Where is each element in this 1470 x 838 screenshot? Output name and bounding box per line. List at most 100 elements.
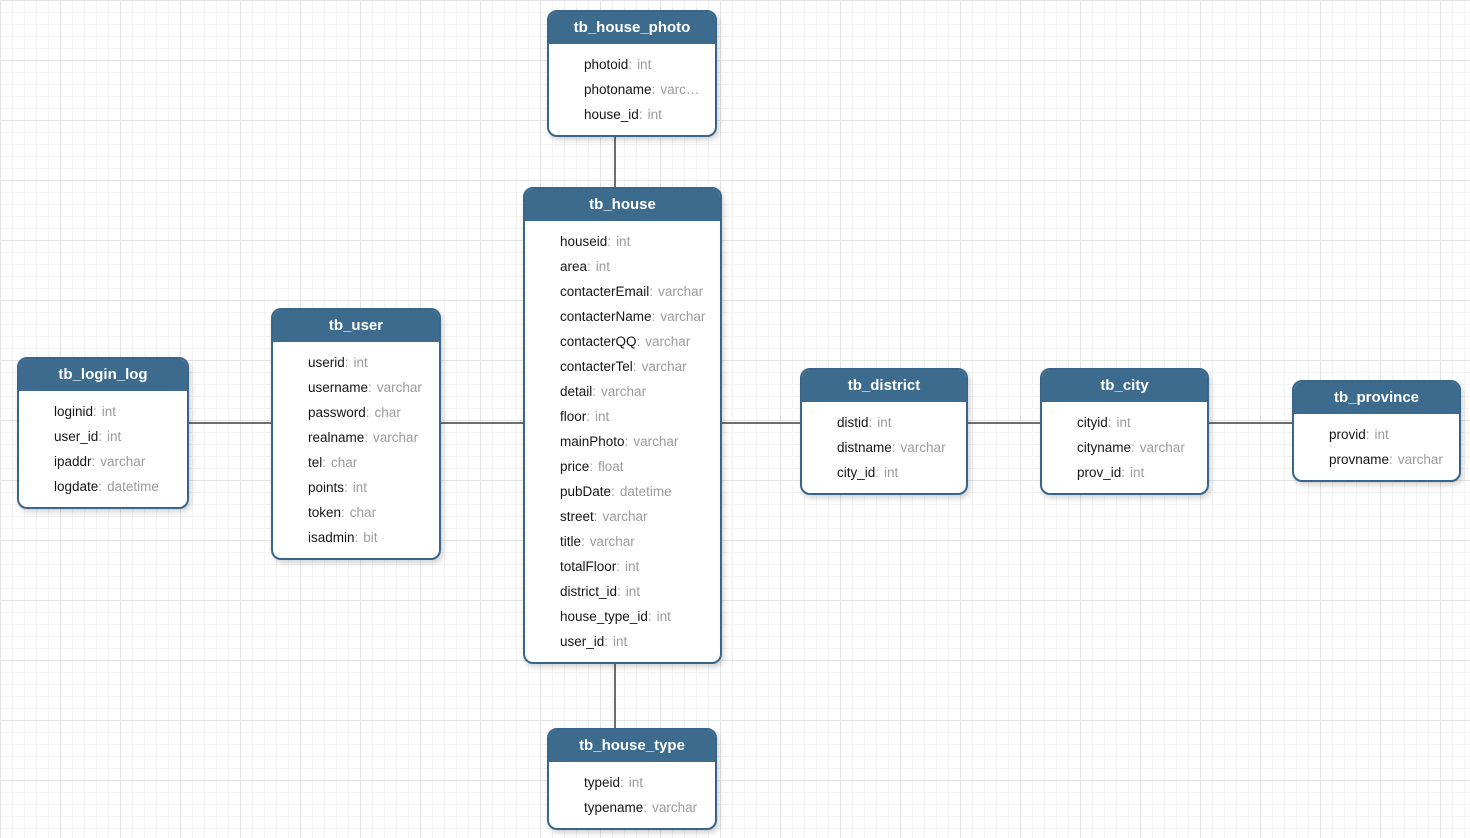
table-body: houseidintareaintcontacterEmailvarcharco… xyxy=(525,223,720,662)
rel-city-to-province[interactable] xyxy=(1203,422,1300,424)
table-field-row[interactable]: totalFloorint xyxy=(560,554,712,579)
field-name: contacterQQ xyxy=(560,334,640,349)
table-field-row[interactable]: cityidint xyxy=(1077,410,1199,435)
field-name: mainPhoto xyxy=(560,434,628,449)
field-type: char xyxy=(374,405,401,420)
table-field-row[interactable]: citynamevarchar xyxy=(1077,435,1199,460)
table-field-row[interactable]: detailvarchar xyxy=(560,379,712,404)
table-field-row[interactable]: user_idint xyxy=(54,424,179,449)
field-name: typeid xyxy=(584,775,624,790)
table-header[interactable]: tb_user xyxy=(273,310,439,344)
table-header[interactable]: tb_house xyxy=(525,189,720,223)
field-type: varchar xyxy=(373,430,419,445)
table-field-row[interactable]: token char xyxy=(308,500,431,525)
table-header[interactable]: tb_district xyxy=(802,370,966,404)
table-tb_house[interactable]: tb_house houseidintareaint contacterEmail v… xyxy=(523,187,722,664)
table-field-row[interactable]: provnamevarchar xyxy=(1329,447,1451,472)
field-name: ipaddr xyxy=(54,454,95,469)
field-name: title xyxy=(560,534,585,549)
field-type: int xyxy=(353,355,368,370)
table-field-row[interactable]: contacterEmail varchar xyxy=(560,279,712,304)
field-name: distname xyxy=(837,440,896,455)
table-tb_login_log[interactable]: tb_login_log loginidintuser_idintipaddr va… xyxy=(17,357,189,509)
field-name: photoname xyxy=(584,82,655,97)
rel-house-photo-to-house[interactable] xyxy=(614,126,616,196)
table-field-row[interactable]: district_idint xyxy=(560,579,712,604)
rel-house-to-district[interactable] xyxy=(716,422,808,424)
table-field-row[interactable]: isadminbit xyxy=(308,525,431,550)
table-field-row[interactable]: city_idint xyxy=(837,460,958,485)
rel-district-to-city[interactable] xyxy=(962,422,1048,424)
rel-house-to-house-type[interactable] xyxy=(614,658,616,736)
table-header[interactable]: tb_house_photo xyxy=(549,12,715,46)
field-type: varc… xyxy=(660,82,700,97)
field-name: contacterName xyxy=(560,309,655,324)
table-field-row[interactable]: pointsint xyxy=(308,475,431,500)
table-field-row[interactable]: photoidint xyxy=(584,52,707,77)
table-field-row[interactable]: ipaddr varchar xyxy=(54,449,179,474)
field-type: char xyxy=(349,505,377,520)
table-field-row[interactable]: realnamevarchar xyxy=(308,425,431,450)
table-tb_district[interactable]: tb_districtdistidintdistnamevarcharcity_… xyxy=(800,368,968,495)
table-field-row[interactable]: typenamevarchar xyxy=(584,795,707,820)
table-header[interactable]: tb_city xyxy=(1042,370,1207,404)
table-field-row[interactable]: areaint xyxy=(560,254,712,279)
table-tb_house_photo[interactable]: tb_house_photo photoidint photoname varc… ho… xyxy=(547,10,717,137)
field-type: int xyxy=(637,57,652,72)
table-field-row[interactable]: pubDatedatetime xyxy=(560,479,712,504)
table-field-row[interactable]: usernamevarchar xyxy=(308,375,431,400)
table-field-row[interactable]: loginidint xyxy=(54,399,179,424)
field-type: varchar xyxy=(601,384,647,399)
table-field-row[interactable]: distnamevarchar xyxy=(837,435,958,460)
table-field-row[interactable]: house_type_idint xyxy=(560,604,712,629)
rel-login-log-to-user[interactable] xyxy=(183,422,279,424)
field-type: varchar xyxy=(1139,440,1185,455)
table-field-row[interactable]: useridint xyxy=(308,350,431,375)
table-field-row[interactable]: floorint xyxy=(560,404,712,429)
table-field-row[interactable]: pricefloat xyxy=(560,454,712,479)
table-header[interactable]: tb_login_log xyxy=(19,359,187,393)
table-field-row[interactable]: contacterQQ varchar xyxy=(560,329,712,354)
field-type: int xyxy=(1130,465,1145,480)
rel-user-to-house[interactable] xyxy=(435,422,531,424)
table-field-row[interactable]: mainPhoto varchar xyxy=(560,429,712,454)
field-name: loginid xyxy=(54,404,97,419)
table-tb_province[interactable]: tb_province providintprovnamevarchar xyxy=(1292,380,1461,482)
table-field-row[interactable]: photoname varc… xyxy=(584,77,707,102)
table-field-row[interactable]: distidint xyxy=(837,410,958,435)
table-header[interactable]: tb_province xyxy=(1294,382,1459,416)
table-body: typeidinttypenamevarchar xyxy=(549,764,715,828)
field-name: pubDate xyxy=(560,484,615,499)
table-field-row[interactable]: providint xyxy=(1329,422,1451,447)
table-body: photoidint photoname varc… house_idint xyxy=(549,46,715,135)
field-name: prov_id xyxy=(1077,465,1125,480)
field-name: contacterEmail xyxy=(560,284,653,299)
table-field-row[interactable]: prov_id int xyxy=(1077,460,1199,485)
field-name: typename xyxy=(584,800,647,815)
table-field-row[interactable]: streetvarchar xyxy=(560,504,712,529)
table-field-row[interactable]: telchar xyxy=(308,450,431,475)
table-field-row[interactable]: passwordchar xyxy=(308,400,431,425)
table-field-row[interactable]: logdatedatetime xyxy=(54,474,179,499)
table-body: useridintusernamevarcharpasswordcharreal… xyxy=(273,344,439,558)
table-header[interactable]: tb_house_type xyxy=(549,730,715,764)
field-type: varchar xyxy=(645,334,691,349)
table-tb_house_type[interactable]: tb_house_typetypeidinttypenamevarchar xyxy=(547,728,717,830)
table-field-row[interactable]: titlevarchar xyxy=(560,529,712,554)
table-field-row[interactable]: user_idint xyxy=(560,629,712,654)
field-type: varchar xyxy=(633,434,679,449)
table-tb_city[interactable]: tb_city cityidintcitynamevarchar prov_id in… xyxy=(1040,368,1209,495)
field-name: token xyxy=(308,505,345,520)
table-field-row[interactable]: house_idint xyxy=(584,102,707,127)
field-type: varchar xyxy=(100,454,146,469)
table-field-row[interactable]: houseidint xyxy=(560,229,712,254)
field-type: char xyxy=(331,455,358,470)
table-field-row[interactable]: contacterNamevarchar xyxy=(560,304,712,329)
table-field-row[interactable]: contacterTelvarchar xyxy=(560,354,712,379)
field-type: varchar xyxy=(658,284,704,299)
field-name: cityid xyxy=(1077,415,1112,430)
table-body: distidintdistnamevarcharcity_idint xyxy=(802,404,966,493)
table-tb_user[interactable]: tb_useruseridintusernamevarcharpasswordc… xyxy=(271,308,441,560)
field-name: houseid xyxy=(560,234,611,249)
table-field-row[interactable]: typeidint xyxy=(584,770,707,795)
